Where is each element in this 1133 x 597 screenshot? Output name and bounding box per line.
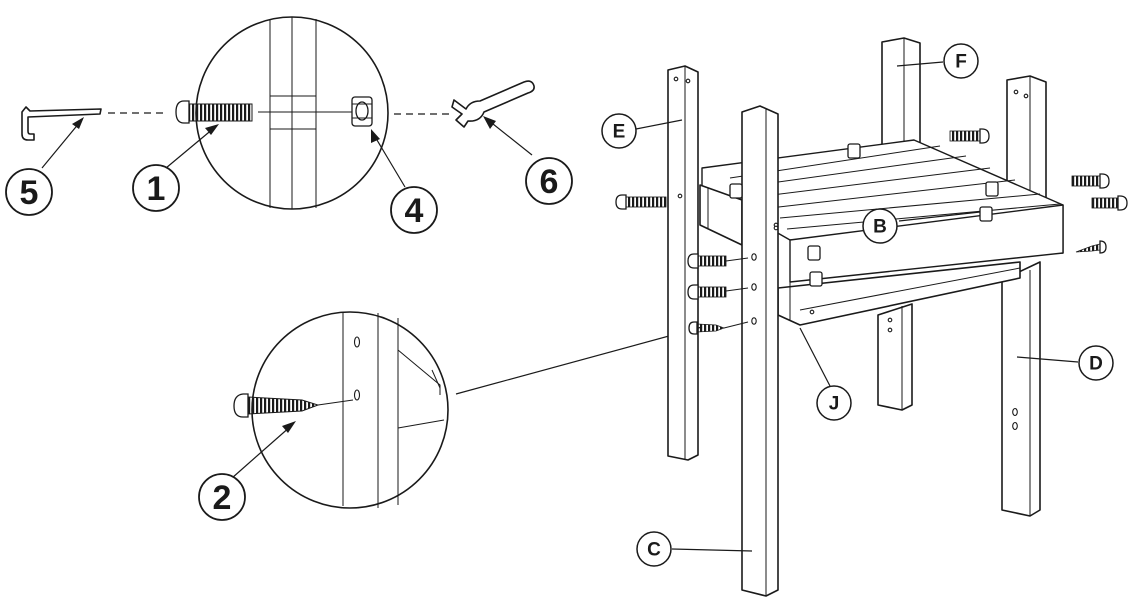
callout-6-label: 6 (540, 163, 559, 201)
nut-icon (809, 271, 823, 287)
bolt-icon (1071, 173, 1110, 189)
magnified-leg-joint (342, 313, 445, 508)
leader-arrow-5 (41, 117, 84, 169)
callout-d: D (1016, 345, 1114, 381)
bolt-icon (687, 284, 749, 300)
wood-screw-icon (688, 321, 749, 335)
callout-e: E (601, 113, 683, 149)
hardware-detail: 5 1 4 6 (5, 16, 573, 234)
wood-screw-icon (1075, 240, 1107, 254)
allen-key-icon (21, 106, 102, 141)
leader-arrow-4 (371, 129, 406, 188)
nut-icon (979, 206, 993, 222)
bolt-icon (175, 100, 253, 124)
callout-b: B (862, 208, 981, 244)
bolt-icon (1091, 195, 1128, 211)
callout-1-label: 1 (147, 170, 166, 208)
callout-c: C (636, 531, 753, 567)
callout-5-label: 5 (20, 174, 39, 212)
screw-detail: 2 (198, 311, 703, 521)
callout-j-label: J (829, 394, 840, 415)
callout-f: F (896, 43, 979, 79)
leader-arrow-6 (483, 116, 533, 156)
callout-d-label: D (1089, 354, 1103, 375)
leader-arrow-1 (165, 124, 219, 169)
leg-back-inner (877, 303, 913, 411)
leader-arrow-2 (231, 421, 296, 479)
leg-e (667, 65, 699, 461)
callout-2-label: 2 (213, 479, 232, 517)
callout-4: 4 (390, 186, 438, 234)
callout-5: 5 (5, 168, 53, 216)
nut-icon (807, 245, 821, 261)
assembly-fasteners (615, 128, 1128, 335)
leg-f (881, 37, 921, 146)
leg-d (1001, 75, 1047, 517)
callout-b-label: B (873, 217, 887, 238)
magnified-post (258, 17, 352, 209)
callout-j: J (799, 327, 852, 421)
nut-icon (847, 143, 861, 159)
callout-f-label: F (955, 52, 967, 73)
nut-icon (729, 183, 743, 199)
callout-6: 6 (525, 157, 573, 205)
bolt-icon (687, 253, 749, 269)
nut-icon (985, 181, 999, 197)
bolt-icon (615, 194, 667, 210)
nut-icon (351, 96, 373, 127)
leg-c (741, 105, 779, 597)
callout-2: 2 (198, 473, 246, 521)
table-assembly: E F B D J C (601, 37, 1128, 597)
open-end-wrench-icon (451, 80, 535, 128)
callout-1: 1 (132, 164, 180, 212)
wood-screw-icon (233, 393, 320, 418)
callout-4-label: 4 (405, 192, 424, 230)
top-panel-b (701, 139, 1064, 283)
bolt-icon (949, 128, 990, 144)
callout-c-label: C (647, 540, 661, 561)
callout-e-label: E (613, 122, 626, 143)
screw-guide-line (317, 399, 354, 406)
detail-connector-line (455, 326, 703, 395)
